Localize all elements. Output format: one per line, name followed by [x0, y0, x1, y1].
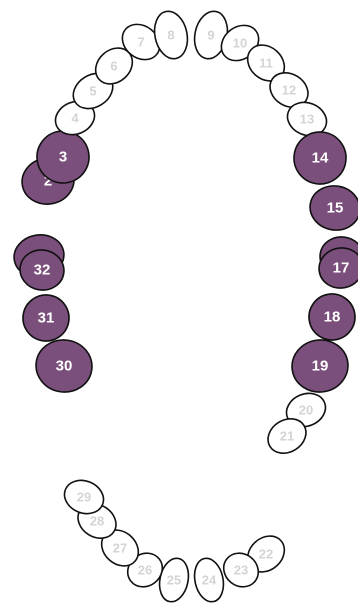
tooth-14-number: 14 [312, 150, 329, 167]
lower-arch: 17 18 19 20 21 22 23 24 25 26 27 28 29 30 31 32 [17, 244, 358, 604]
tooth-11-number: 11 [259, 56, 273, 71]
tooth-27-number: 27 [113, 541, 127, 556]
tooth-20-number: 20 [299, 403, 313, 418]
tooth-31-number: 31 [38, 310, 55, 327]
tooth-30-number: 30 [56, 358, 73, 375]
tooth-5-number: 5 [89, 84, 96, 99]
tooth-28-number: 28 [90, 514, 104, 529]
tooth-25-number: 25 [167, 573, 181, 588]
tooth-4-number: 4 [71, 111, 79, 126]
tooth-32-number: 32 [34, 262, 51, 279]
tooth-30[interactable]: 30 [33, 336, 96, 395]
tooth-26-number: 26 [138, 563, 152, 578]
upper-arch: 12345678910111213141516 [11, 8, 358, 281]
tooth-7-number: 7 [137, 35, 144, 50]
tooth-19-number: 19 [312, 358, 329, 375]
tooth-15[interactable]: 15 [307, 182, 358, 234]
tooth-24-number: 24 [202, 573, 217, 588]
tooth-23-number: 23 [234, 563, 248, 578]
tooth-18[interactable]: 18 [305, 290, 358, 343]
tooth-21-number: 21 [280, 429, 294, 444]
tooth-8-number: 8 [167, 28, 174, 43]
tooth-6-number: 6 [110, 59, 117, 74]
tooth-24[interactable]: 24 [191, 556, 228, 605]
tooth-15-number: 15 [327, 200, 344, 217]
tooth-10-number: 10 [233, 36, 247, 51]
tooth-19[interactable]: 19 [289, 336, 352, 395]
tooth-12-number: 12 [282, 83, 296, 98]
tooth-22-number: 22 [259, 547, 273, 562]
tooth-13-number: 13 [300, 112, 314, 127]
tooth-29-number: 29 [77, 490, 91, 505]
tooth-3-number: 3 [59, 149, 67, 166]
tooth-18-number: 18 [324, 309, 341, 326]
tooth-17-number: 17 [333, 260, 350, 277]
tooth-14[interactable]: 14 [291, 129, 350, 188]
tooth-9-number: 9 [207, 28, 214, 43]
tooth-31[interactable]: 31 [19, 291, 72, 344]
